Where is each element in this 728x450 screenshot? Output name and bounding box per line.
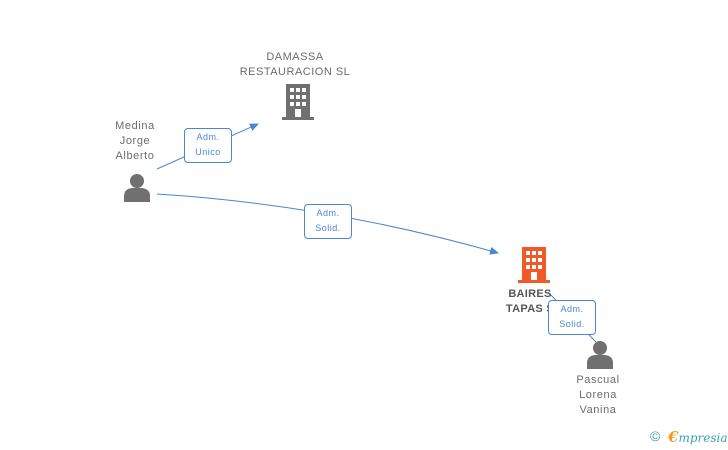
person-label-pascual[interactable]: Pascual Lorena Vanina <box>563 373 633 418</box>
company-label-baires[interactable]: BAIRES TAPAS S <box>494 287 566 317</box>
relation-role-line: Adm. <box>316 208 340 218</box>
brand-wordmark: €mpresia <box>668 428 728 446</box>
relation-role-line: Solid. <box>315 223 341 233</box>
person-name-line: Pascual <box>576 374 620 386</box>
person-name-line: Jorge <box>119 135 151 147</box>
building-icon[interactable] <box>282 84 314 120</box>
brand-logo: © €mpresia <box>650 426 728 446</box>
relation-badge-pascual-baires[interactable]: Adm. Solid. <box>548 300 596 335</box>
relation-badge-medina-baires[interactable]: Adm. Solid. <box>304 204 352 239</box>
company-name-line: TAPAS S <box>505 303 555 315</box>
relation-role-line: Adm. <box>196 132 220 142</box>
brand-name: mpresia <box>678 431 728 445</box>
relation-badge-medina-damassa[interactable]: Adm. Unico <box>184 128 232 163</box>
person-label-medina[interactable]: Medina Jorge Alberto <box>100 119 170 164</box>
building-icon[interactable] <box>518 247 550 283</box>
person-icon[interactable] <box>122 172 152 202</box>
copyright-symbol: © <box>650 428 661 444</box>
brand-initial: € <box>668 428 679 446</box>
person-name-line: Vanina <box>579 404 617 416</box>
relation-role-line: Solid. <box>559 319 585 329</box>
person-icon[interactable] <box>585 339 615 369</box>
relation-role-line: Unico <box>195 147 221 157</box>
person-name-line: Alberto <box>115 150 155 162</box>
person-name-line: Medina <box>115 120 155 132</box>
company-name-line: RESTAURACION SL <box>239 66 351 78</box>
company-label-damassa[interactable]: DAMASSA RESTAURACION SL <box>230 50 360 80</box>
company-name-line: DAMASSA <box>266 51 324 63</box>
relation-role-line: Adm. <box>560 304 584 314</box>
company-name-line: BAIRES <box>508 288 552 300</box>
person-name-line: Lorena <box>579 389 617 401</box>
